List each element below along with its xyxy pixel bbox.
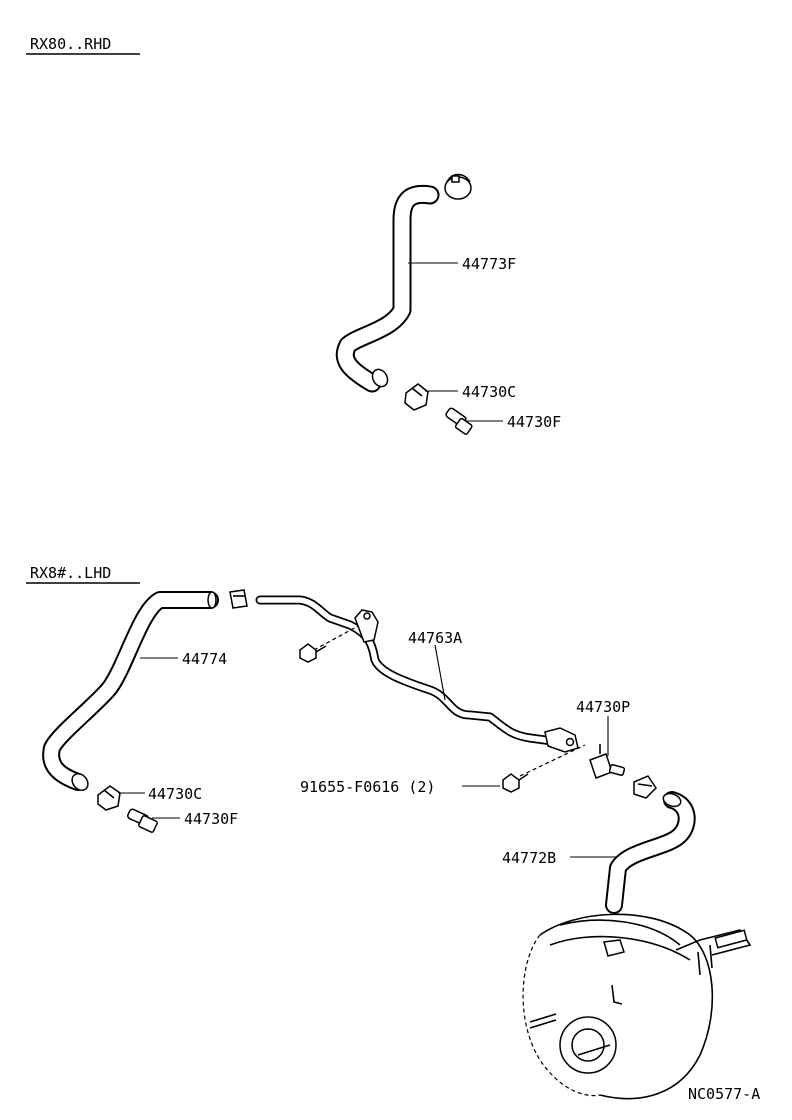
clamp-44730C-bottom — [97, 785, 121, 811]
callout-91655-F0616: 91655-F0616 (2) — [300, 778, 435, 796]
callout-44730C-bottom: 44730C — [148, 785, 202, 803]
union-44730F-top — [445, 407, 473, 435]
hose-clamp-lhd-top — [229, 589, 248, 609]
section-header-lhd: RX8#..LHD — [26, 564, 140, 584]
drawing-code: NC0577-A — [688, 1085, 760, 1103]
section-label-rhd: RX80..RHD — [30, 35, 111, 53]
callout-44774: 44774 — [182, 650, 227, 668]
brake-booster — [522, 913, 752, 1100]
callout-44773F: 44773F — [462, 255, 516, 273]
callout-44730F-top: 44730F — [507, 413, 561, 431]
section-label-lhd: RX8#..LHD — [30, 564, 111, 582]
callout-44772B: 44772B — [502, 849, 556, 867]
hose-44772B — [605, 791, 696, 914]
hose-clamp-valve — [633, 775, 657, 799]
callout-44763A: 44763A — [408, 629, 462, 647]
callout-44730C-top: 44730C — [462, 383, 516, 401]
check-valve-44730P — [589, 744, 626, 779]
tube-44763A — [255, 595, 579, 753]
screw-91655-lower — [502, 744, 586, 793]
screw-91655-upper — [299, 625, 359, 663]
clamp-44730C-top — [404, 383, 429, 411]
section-header-rhd: RX80..RHD — [26, 35, 140, 55]
hose-44773F — [335, 184, 440, 393]
hose-44774 — [42, 591, 219, 791]
union-44730F-bottom — [127, 808, 158, 833]
callout-44730F-bottom: 44730F — [184, 810, 238, 828]
hose-clamp-top — [444, 173, 472, 200]
callout-44730P: 44730P — [576, 698, 630, 716]
